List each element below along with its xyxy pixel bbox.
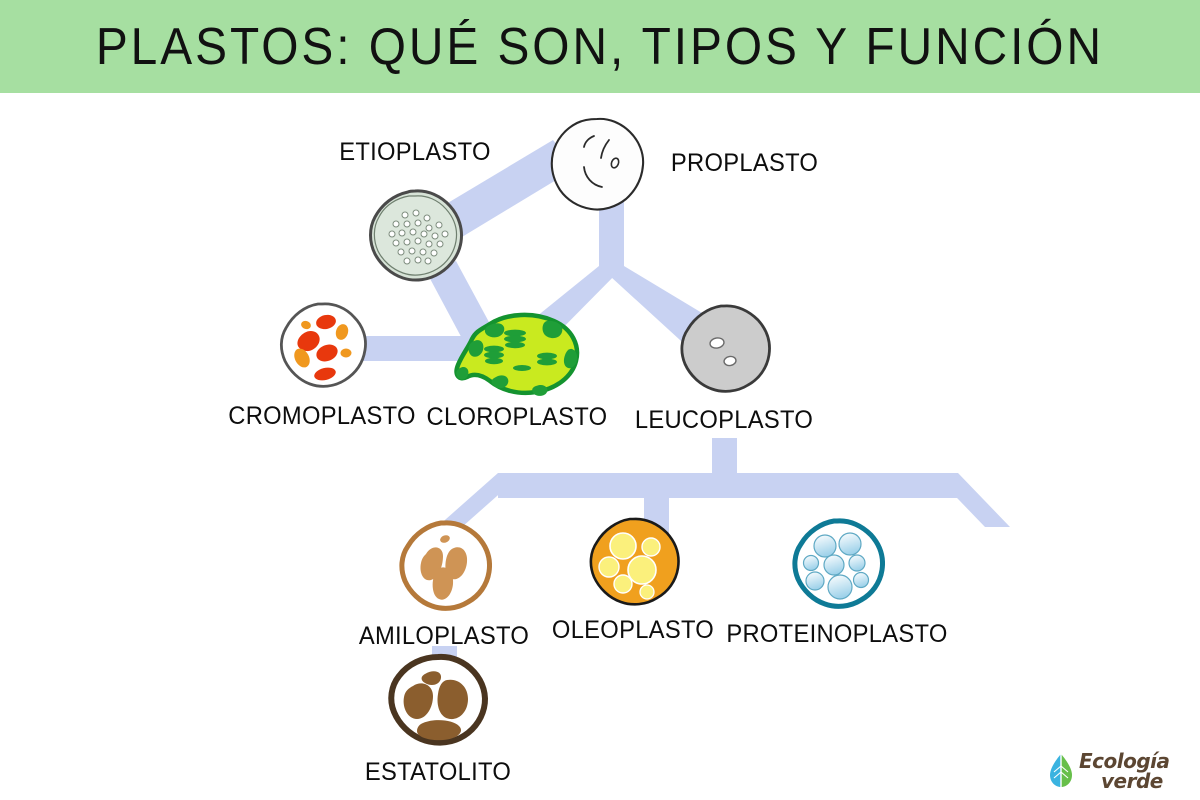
node-oleoplasto[interactable]: OLEOPLASTO [552, 516, 714, 644]
cloroplasto-shape [454, 312, 580, 396]
node-etioplasto[interactable]: ETIOPLASTO [339, 138, 490, 288]
logo-line-one: Ecología [1079, 749, 1170, 774]
label-amiloplasto: AMILOPLASTO [358, 622, 530, 650]
node-cloroplasto[interactable]: CLOROPLASTO [427, 311, 607, 431]
label-etioplasto: ETIOPLASTO [339, 138, 491, 166]
logo-line-two: verde [1101, 768, 1163, 793]
edge-leucoplasto-proteinoplasto [933, 473, 1010, 527]
node-cromoplasto[interactable]: CROMOPLASTO [228, 301, 415, 430]
node-proplasto[interactable]: PROPLASTO [547, 115, 818, 215]
estatolito-shape [388, 653, 488, 746]
label-leucoplasto: LEUCOPLASTO [634, 406, 814, 434]
label-oleoplasto: OLEOPLASTO [551, 616, 715, 644]
label-proplasto: PROPLASTO [670, 149, 819, 177]
brand-logo[interactable]: Ecología verde [1048, 748, 1188, 794]
edge-lower-split-bar [498, 473, 958, 498]
label-estatolito: ESTATOLITO [364, 758, 512, 786]
node-leucoplasto[interactable]: LEUCOPLASTO [635, 303, 813, 434]
node-estatolito[interactable]: ESTATOLITO [365, 653, 511, 786]
header-banner: PLASTOS: QUÉ SON, TIPOS Y FUNCIÓN [0, 0, 1200, 93]
node-layer: PROPLASTO [0, 93, 1200, 800]
plastid-diagram: PROPLASTO [0, 93, 1200, 800]
label-cromoplasto: CROMOPLASTO [228, 402, 416, 430]
proplasto-shape [550, 117, 645, 211]
label-cloroplasto: CLOROPLASTO [426, 403, 608, 431]
edge-proplasto-etioplasto [436, 140, 576, 243]
leucoplasto-shape [680, 304, 771, 393]
leaf-icon [1050, 754, 1072, 787]
amiloplasto-shape [399, 520, 492, 611]
etioplasto-shape [369, 189, 463, 282]
edge-leucoplasto-amiloplasto [437, 473, 523, 527]
brand-logo-text: Ecología verde [1079, 749, 1170, 793]
node-proteinoplasto[interactable]: PROTEINOPLASTO [726, 518, 947, 648]
oleoplasto-shape [589, 517, 680, 606]
label-proteinoplasto: PROTEINOPLASTO [726, 620, 948, 648]
proteinoplasto-shape [792, 518, 885, 609]
node-amiloplasto[interactable]: AMILOPLASTO [359, 520, 529, 650]
page-title: PLASTOS: QUÉ SON, TIPOS Y FUNCIÓN [95, 17, 1105, 76]
cromoplasto-shape [279, 302, 367, 388]
